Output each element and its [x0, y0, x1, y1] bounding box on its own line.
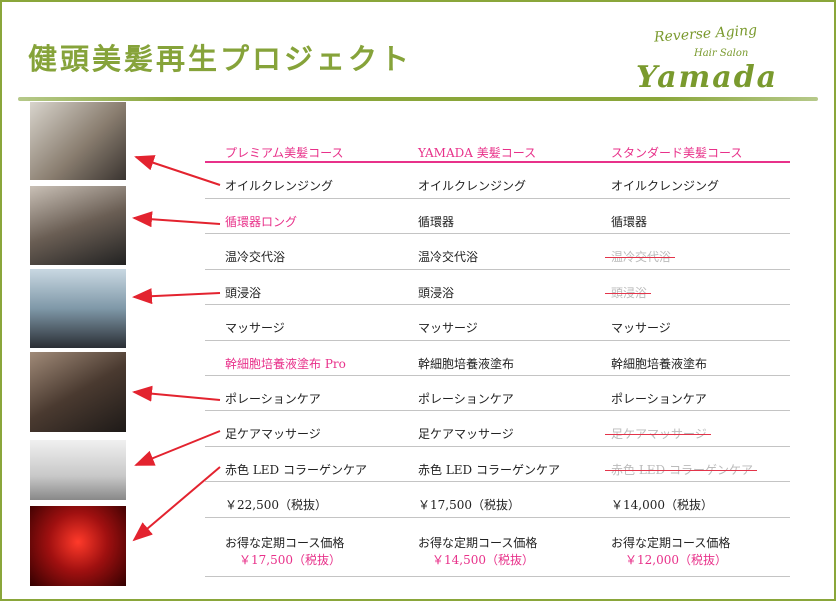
column-standard: スタンダード美髪コース: [611, 146, 743, 160]
table-cell: ￥22,500（税抜）: [225, 498, 327, 512]
subscription-cell: お得な定期コース価格 ￥17,500（税抜）: [225, 534, 344, 568]
table-cell: 頭浸浴: [225, 286, 262, 300]
logo-name: Yamada: [636, 60, 779, 95]
subscription-label: お得な定期コース価格: [225, 536, 345, 550]
table-row: 頭浸浴 頭浸浴 頭浸浴: [205, 270, 790, 305]
table-cell: 幹細胞培養液塗布: [418, 357, 515, 371]
page-title: 健頭美髪再生プロジェクト: [28, 42, 413, 76]
table-cell: 赤色 LED コラーゲンケア: [225, 463, 367, 477]
subscription-cell: お得な定期コース価格 ￥14,500（税抜）: [418, 534, 537, 568]
arrow-icon: [132, 466, 221, 542]
table-cell: 循環器ロング: [225, 215, 298, 229]
table-cell: マッサージ: [418, 321, 478, 335]
table-cell: 温冷交代浴: [418, 250, 479, 264]
table-cell: ￥14,000（税抜）: [611, 498, 713, 512]
arrow-icon: [132, 385, 221, 402]
table-cell: 赤色 LED コラーゲンケア: [418, 463, 560, 477]
salon-logo: Reverse Aging Hair Salon Yamada: [632, 22, 817, 96]
subscription-label: お得な定期コース価格: [418, 536, 538, 550]
arrow-icon: [132, 211, 221, 228]
table-row: マッサージ マッサージ マッサージ: [205, 305, 790, 341]
table-cell: 温冷交代浴: [225, 250, 286, 264]
photo-treatment: [30, 102, 126, 180]
table-row: 循環器ロング 循環器 循環器: [205, 199, 790, 234]
arrow-icon: [132, 288, 221, 305]
table-cell: オイルクレンジング: [611, 179, 720, 193]
table-cell: オイルクレンジング: [225, 179, 334, 193]
subscription-price: ￥17,500（税抜）: [239, 553, 341, 567]
table-row: 赤色 LED コラーゲンケア 赤色 LED コラーゲンケア 赤色 LED コラーゲン…: [205, 447, 790, 482]
table-cell: 赤色 LED コラーゲンケア: [605, 463, 757, 477]
table-row: ポレーションケア ポレーションケア ポレーションケア: [205, 376, 790, 411]
table-cell: ポレーションケア: [611, 392, 707, 406]
table-cell: ポレーションケア: [225, 392, 321, 406]
photo-red-led: [30, 506, 126, 586]
column-yamada: YAMADA 美髪コース: [418, 146, 537, 160]
table-cell: マッサージ: [611, 321, 671, 335]
column-premium: プレミアム美髪コース: [225, 146, 344, 160]
table-cell: 幹細胞培養液塗布: [611, 357, 708, 371]
subscription-row: お得な定期コース価格 ￥17,500（税抜） お得な定期コース価格 ￥14,500（…: [205, 518, 790, 577]
table-cell: 足ケアマッサージ: [605, 427, 711, 441]
photo-head-spa: [30, 269, 126, 348]
table-cell: オイルクレンジング: [418, 179, 527, 193]
subscription-price: ￥14,500（税抜）: [432, 553, 534, 567]
arrow-icon: [134, 155, 221, 186]
arrow-icon: [134, 430, 221, 466]
photo-foot-massager: [30, 440, 126, 500]
table-cell: 頭浸浴: [604, 286, 652, 300]
subscription-label: お得な定期コース価格: [611, 536, 731, 550]
table-cell: 温冷交代浴: [604, 250, 676, 264]
table-row: 幹細胞培養液塗布 Pro 幹細胞培養液塗布 幹細胞培養液塗布: [205, 341, 790, 376]
table-cell: ￥17,500（税抜）: [418, 498, 520, 512]
table-row: ￥22,500（税抜） ￥17,500（税抜） ￥14,000（税抜）: [205, 482, 790, 518]
table-cell: 頭浸浴: [418, 286, 455, 300]
table-row: 温冷交代浴 温冷交代浴 温冷交代浴: [205, 234, 790, 270]
table-cell: ポレーションケア: [418, 392, 514, 406]
table-row: 足ケアマッサージ 足ケアマッサージ 足ケアマッサージ: [205, 411, 790, 447]
table-header: プレミアム美髪コース YAMADA 美髪コース スタンダード美髪コース: [205, 127, 790, 163]
table-cell: 循環器: [611, 215, 648, 229]
table-cell: 足ケアマッサージ: [225, 427, 321, 441]
photo-shampoo: [30, 186, 126, 265]
table-cell: 幹細胞培養液塗布 Pro: [225, 357, 346, 371]
divider: [18, 97, 818, 101]
subscription-price: ￥12,000（税抜）: [625, 553, 727, 567]
table-cell: 循環器: [418, 215, 455, 229]
logo-subtitle: Hair Salon: [694, 48, 749, 59]
table-cell: 足ケアマッサージ: [418, 427, 514, 441]
table-cell: マッサージ: [225, 321, 285, 335]
subscription-cell: お得な定期コース価格 ￥12,000（税抜）: [611, 534, 730, 568]
table-row: オイルクレンジング オイルクレンジング オイルクレンジング: [205, 163, 790, 199]
photo-scalp-care: [30, 352, 126, 432]
